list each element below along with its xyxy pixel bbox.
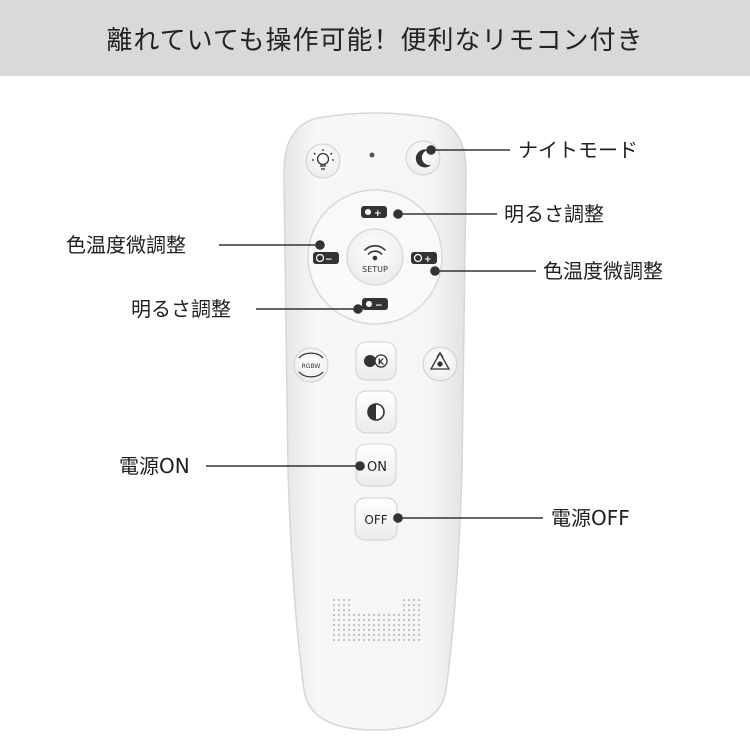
off-label: OFF — [364, 513, 387, 527]
callout-night-mode: ナイトモード — [518, 138, 638, 162]
indicator-dot — [369, 152, 375, 158]
header-title: 離れていても操作可能！便利なリモコン付き — [106, 25, 644, 56]
callout-lines — [206, 145, 543, 523]
night-mode-button[interactable]: ★ — [405, 140, 441, 176]
svg-text:+: + — [374, 209, 382, 219]
on-label: ON — [367, 460, 387, 475]
k-mode-icon: K — [364, 354, 388, 368]
color-temp-down-button[interactable]: − — [313, 252, 339, 265]
brightness-down-button[interactable]: − — [362, 298, 388, 311]
setup-button[interactable]: SETUP — [346, 228, 404, 286]
callout-power-on: 電源ON — [119, 454, 190, 478]
svg-text:+: + — [424, 255, 432, 265]
rgbw-button[interactable]: RGBW — [293, 347, 329, 383]
callout-color-temp-right: 色温度微調整 — [543, 259, 663, 283]
callout-line-night-mode — [426, 145, 510, 155]
k-mode-button[interactable]: K — [355, 341, 397, 381]
rgbw-label: RGBW — [302, 363, 321, 370]
half-circle-icon — [367, 403, 385, 421]
brightness-down-icon — [362, 298, 388, 310]
wifi-icon — [364, 245, 386, 261]
brightness-up-icon — [361, 206, 387, 218]
callout-line-power-off — [393, 513, 543, 523]
svg-text:K: K — [378, 358, 385, 367]
speaker-grille — [332, 598, 421, 642]
setup-label: SETUP — [362, 265, 388, 274]
callout-line-power-on — [206, 461, 365, 471]
header-banner: 離れていても操作可能！便利なリモコン付き — [0, 0, 750, 76]
callout-line-color-temp-left — [219, 240, 325, 250]
bulb-icon — [312, 149, 334, 170]
night-moon-icon: ★ — [415, 149, 431, 168]
recycle-icon — [429, 351, 451, 370]
callout-brightness-up: 明るさ調整 — [504, 202, 604, 226]
power-off-button[interactable]: OFF — [354, 497, 398, 541]
svg-text:★: ★ — [415, 153, 422, 162]
half-circle-button[interactable] — [355, 390, 397, 434]
callout-line-brightness-up — [393, 209, 497, 219]
svg-text:−: − — [375, 301, 383, 311]
recycle-button[interactable] — [422, 346, 458, 382]
callout-color-temp-left: 色温度微調整 — [66, 233, 186, 257]
callout-line-brightness-down — [256, 304, 363, 314]
rgbw-icon: RGBW — [298, 352, 324, 378]
callout-line-color-temp-right — [430, 266, 536, 276]
callout-brightness-down: 明るさ調整 — [131, 297, 231, 321]
bulb-button[interactable] — [305, 143, 341, 179]
power-on-button[interactable]: ON — [355, 443, 397, 487]
brightness-up-button[interactable]: + — [361, 206, 387, 219]
callout-power-off: 電源OFF — [551, 506, 630, 530]
color-temp-up-button[interactable]: + — [411, 252, 437, 265]
svg-text:−: − — [325, 255, 333, 265]
